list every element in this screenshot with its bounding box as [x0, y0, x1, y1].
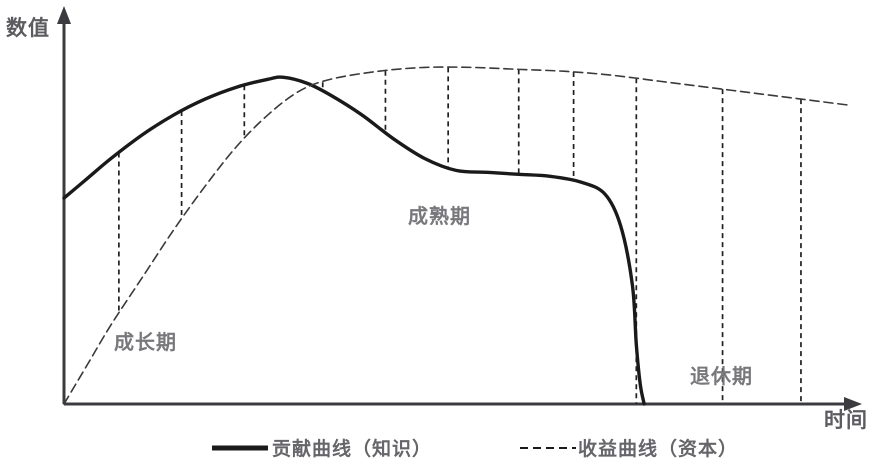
legend-label-revenue-curve: 收益曲线（资本） [578, 438, 739, 460]
chart-connector-lines [118, 67, 802, 404]
phase-label-maturity: 成熟期 [408, 204, 471, 228]
revenue-curve [63, 66, 849, 405]
x-axis-title: 时间 [824, 408, 868, 432]
legend-label-contribution-curve: 贡献曲线（知识） [272, 438, 433, 460]
contribution-curve [62, 75, 646, 406]
y-axis-title: 数值 [6, 16, 50, 40]
chart-series-lines [62, 66, 849, 406]
chart-axes [57, 6, 862, 411]
phase-label-retirement: 退休期 [690, 364, 753, 388]
phase-label-growth: 成长期 [114, 330, 177, 354]
